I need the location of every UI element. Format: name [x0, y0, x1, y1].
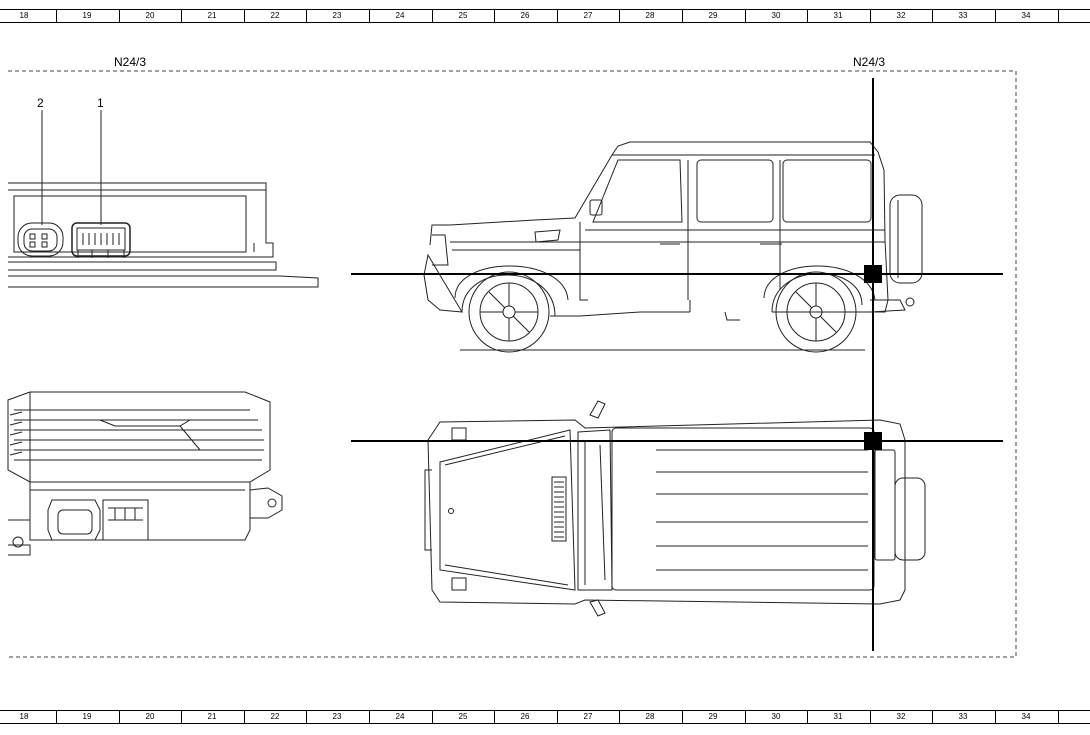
ruler-tick [557, 9, 558, 23]
ruler-tick [807, 9, 808, 23]
ruler-tick [932, 9, 933, 23]
ruler-tick [1058, 710, 1059, 724]
ruler-number: 18 [19, 712, 29, 721]
ruler-tick [119, 9, 120, 23]
ruler-tick [494, 710, 495, 724]
ruler-tick [870, 9, 871, 23]
ruler-number: 23 [332, 11, 342, 20]
ruler-number: 33 [958, 712, 968, 721]
ruler-border-bottom [0, 22, 1090, 23]
ruler-number: 21 [207, 712, 217, 721]
ruler-border-top [0, 9, 1090, 10]
ruler-number: 30 [771, 11, 781, 20]
ruler-tick [306, 9, 307, 23]
ruler-number: 23 [332, 712, 342, 721]
control-unit-side-view [8, 110, 319, 288]
ruler-number: 31 [833, 11, 843, 20]
location-marker-side [864, 265, 882, 283]
ruler-number: 26 [520, 11, 530, 20]
ruler-number: 25 [458, 712, 468, 721]
connector-label-2: 2 [37, 96, 44, 110]
ruler-tick [1058, 9, 1059, 23]
ruler-border-bottom [0, 723, 1090, 724]
component-label-left: N24/3 [114, 55, 147, 69]
ruler-tick [557, 710, 558, 724]
ruler-number: 32 [896, 11, 906, 20]
ruler-number: 30 [771, 712, 781, 721]
ruler-tick [369, 710, 370, 724]
ruler-number: 24 [395, 712, 405, 721]
ruler-tick [306, 710, 307, 724]
ruler-tick [181, 9, 182, 23]
location-crosshair [351, 78, 1003, 651]
ruler-tick [682, 9, 683, 23]
ruler-tick [745, 710, 746, 724]
ruler-tick [244, 710, 245, 724]
ruler-number: 25 [458, 11, 468, 20]
ruler-number: 20 [145, 712, 155, 721]
connector-2-outline [17, 222, 64, 257]
ruler-tick [432, 710, 433, 724]
ruler-tick [995, 710, 996, 724]
ruler-number: 24 [395, 11, 405, 20]
ruler-tick [56, 9, 57, 23]
vehicle-top-view [424, 400, 926, 617]
ruler-tick [619, 710, 620, 724]
ruler-tick [494, 9, 495, 23]
ruler-number: 34 [1021, 11, 1031, 20]
ruler-border-top [0, 710, 1090, 711]
location-marker-top [864, 432, 882, 450]
ruler-number: 34 [1021, 712, 1031, 721]
component-label-right: N24/3 [853, 55, 886, 69]
ruler-number: 20 [145, 11, 155, 20]
bottom-ruler: 18 19 20 21 22 23 24 25 26 27 28 29 30 31 32 33 34 [0, 710, 1090, 724]
ruler-tick [870, 710, 871, 724]
ruler-number: 21 [207, 11, 217, 20]
ruler-number: 18 [19, 11, 29, 20]
ruler-tick [119, 710, 120, 724]
ruler-tick [619, 9, 620, 23]
vehicle-side-view [423, 141, 923, 353]
ruler-tick [244, 9, 245, 23]
ruler-number: 22 [270, 712, 280, 721]
ruler-number: 29 [708, 712, 718, 721]
ruler-number: 19 [82, 712, 92, 721]
ruler-number: 26 [520, 712, 530, 721]
ruler-tick [682, 710, 683, 724]
ruler-number: 31 [833, 712, 843, 721]
dashed-frame [8, 70, 1017, 658]
ruler-number: 19 [82, 11, 92, 20]
ruler-tick [369, 9, 370, 23]
ruler-tick [181, 710, 182, 724]
control-unit-perspective-view [7, 391, 283, 556]
ruler-tick [745, 9, 746, 23]
ruler-tick [807, 710, 808, 724]
ruler-number: 28 [645, 11, 655, 20]
ruler-number: 27 [583, 11, 593, 20]
ruler-number: 29 [708, 11, 718, 20]
ruler-tick [432, 9, 433, 23]
ruler-number: 27 [583, 712, 593, 721]
ruler-tick [932, 710, 933, 724]
ruler-number: 28 [645, 712, 655, 721]
top-ruler: 18 19 20 21 22 23 24 25 26 27 28 29 30 31 32 33 34 [0, 9, 1090, 23]
ruler-tick [56, 710, 57, 724]
ruler-tick [995, 9, 996, 23]
ruler-number: 32 [896, 712, 906, 721]
ruler-number: 33 [958, 11, 968, 20]
ruler-number: 22 [270, 11, 280, 20]
connector-label-1: 1 [97, 96, 104, 110]
